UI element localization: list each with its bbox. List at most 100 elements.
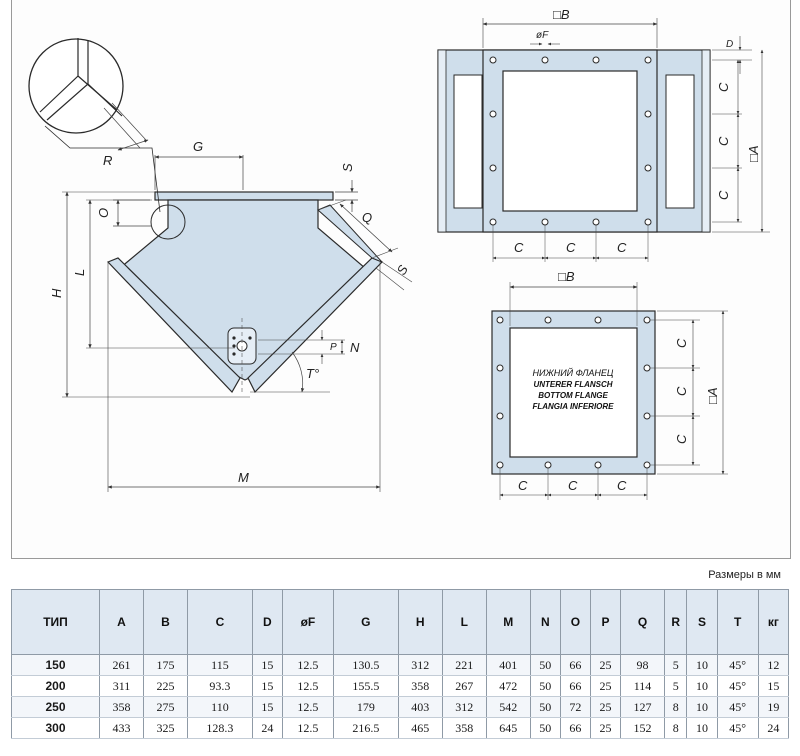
dim-label-T: T°: [306, 366, 319, 381]
bottom-flange-label-en: BOTTOM FLANGE: [538, 391, 608, 400]
col-header-type: ТИП: [11, 589, 100, 655]
cell: 98: [620, 654, 666, 676]
cell: 66: [559, 717, 591, 739]
cell: 358: [441, 717, 487, 739]
cell: 15: [251, 654, 283, 676]
table-row: 200 311 225 93.3 15 12.5 155.5 358 267 4…: [11, 675, 790, 697]
col-header-F: øF: [281, 589, 334, 655]
cell-type: 150: [11, 654, 100, 676]
cell: 175: [143, 654, 188, 676]
cell: 45°: [716, 654, 759, 676]
cell: 358: [99, 696, 144, 718]
detail-marker-circle: [150, 204, 186, 240]
cell: 5: [664, 654, 688, 676]
dim-label-A-top: □A: [746, 145, 761, 162]
col-header-P: P: [589, 589, 622, 655]
table-row: 150 261 175 115 15 12.5 130.5 312 221 40…: [11, 654, 790, 676]
dim-label-F: øF: [536, 30, 549, 41]
col-header-C: C: [187, 589, 253, 655]
cell: 433: [99, 717, 144, 739]
dim-label-N: N: [350, 340, 360, 355]
cell-type: 300: [11, 717, 100, 739]
dim-label-P: P: [330, 342, 337, 353]
dim-label-C-v1: C: [716, 82, 731, 92]
col-header-H: H: [397, 589, 443, 655]
cell: 216.5: [332, 717, 399, 739]
cell: 10: [686, 696, 718, 718]
cell: 45°: [716, 696, 759, 718]
cell-type: 200: [11, 675, 100, 697]
cell: 19: [757, 696, 790, 718]
dim-label-S-top: S: [340, 163, 355, 172]
units-note: Размеры в мм: [708, 569, 781, 581]
left-outlet-flange: [106, 257, 241, 393]
cell: 130.5: [332, 654, 399, 676]
dim-label-C-v3: C: [716, 190, 731, 200]
cell: 128.3: [187, 717, 253, 739]
dim-label-C-h1: C: [514, 240, 524, 255]
col-header-M: M: [485, 589, 531, 655]
cell: 12: [757, 654, 790, 676]
cell: 25: [589, 717, 622, 739]
cell: 403: [397, 696, 443, 718]
cell: 325: [143, 717, 188, 739]
cell: 221: [441, 654, 487, 676]
dim-label-A-bottom: □A: [705, 387, 720, 404]
col-header-D: D: [251, 589, 283, 655]
cell: 50: [529, 654, 561, 676]
bottom-flange-label-de: UNTERER FLANSCH: [533, 380, 612, 389]
cell: 465: [397, 717, 443, 739]
dim-label-O: O: [96, 208, 111, 218]
cell: 45°: [716, 717, 759, 739]
dim-label-C-v2: C: [716, 136, 731, 146]
bottom-flange-view: НИЖНИЙ ФЛАНЕЦ UNTERER FLANSCH BOTTOM FLA…: [491, 269, 728, 500]
cell: 312: [397, 654, 443, 676]
cell: 10: [686, 675, 718, 697]
col-header-O: O: [559, 589, 591, 655]
cell: 12.5: [281, 654, 334, 676]
cell: 152: [620, 717, 666, 739]
dim-label-Q: Q: [362, 210, 372, 225]
cell: 10: [686, 717, 718, 739]
bottom-flange-label-ru: НИЖНИЙ ФЛАНЕЦ: [533, 367, 614, 378]
cell: 12.5: [281, 696, 334, 718]
top-flange: [154, 191, 334, 201]
cell: 25: [589, 675, 622, 697]
dim-label-H: H: [49, 288, 64, 298]
cell: 10: [686, 654, 718, 676]
cell: 472: [485, 675, 531, 697]
col-header-S: S: [686, 589, 718, 655]
cell: 645: [485, 717, 531, 739]
dim-label-C-bv2: C: [674, 386, 689, 396]
cell: 312: [441, 696, 487, 718]
top-view: □B øF D C C C □A C C C: [437, 7, 770, 262]
cell: 114: [620, 675, 666, 697]
cell: 12.5: [281, 717, 334, 739]
cell: 45°: [716, 675, 759, 697]
cell: 542: [485, 696, 531, 718]
cell: 115: [187, 654, 253, 676]
spec-table: ТИП A B C D øF G H L M N O P Q R S T кг …: [11, 589, 790, 739]
side-view: R G S O L H Q S: [28, 38, 413, 492]
bottom-flange-label-it: FLANGIA INFERIORE: [532, 402, 614, 411]
cell: 267: [441, 675, 487, 697]
cell: 275: [143, 696, 188, 718]
cell: 358: [397, 675, 443, 697]
col-header-kg: кг: [757, 589, 790, 655]
cell: 15: [757, 675, 790, 697]
dim-label-D: D: [726, 39, 733, 50]
cell: 311: [99, 675, 144, 697]
dim-label-L: L: [72, 269, 87, 276]
cell: 24: [251, 717, 283, 739]
spec-table-header-row: ТИП A B C D øF G H L M N O P Q R S T кг: [11, 589, 790, 655]
dim-label-B-bottom: □B: [558, 269, 575, 284]
col-header-R: R: [664, 589, 688, 655]
dim-label-R: R: [103, 153, 112, 168]
dim-label-G: G: [193, 139, 203, 154]
col-header-L: L: [441, 589, 487, 655]
col-header-Q: Q: [620, 589, 666, 655]
dim-label-C-bh2: C: [568, 478, 578, 493]
cell: 12.5: [281, 675, 334, 697]
cell: 179: [332, 696, 399, 718]
cell: 8: [664, 717, 688, 739]
